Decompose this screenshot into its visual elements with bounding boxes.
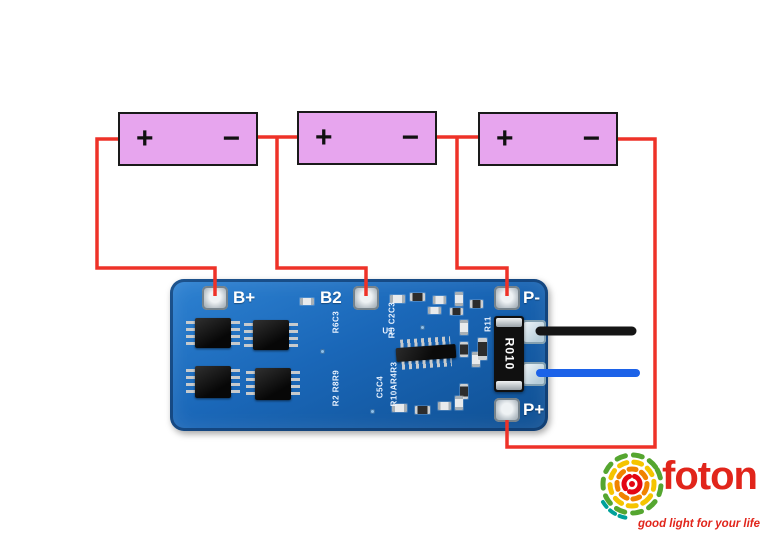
- smd-component: [478, 338, 487, 360]
- silkscreen-r6c3: R6C3: [331, 310, 341, 334]
- silkscreen-u1: U1: [382, 326, 394, 336]
- smd-component: [470, 300, 483, 308]
- ic-pins: [246, 371, 255, 397]
- smd-component: [392, 404, 407, 412]
- ic-pins: [289, 323, 298, 347]
- ic-pins: [291, 371, 300, 397]
- pad-p-plus: [494, 398, 520, 422]
- smd-component: [460, 342, 468, 357]
- solder-pad-blue-wire: [522, 362, 546, 386]
- pad-label-b-plus: B+: [233, 288, 256, 307]
- battery-cell-1: + −: [118, 112, 258, 166]
- smd-component: [415, 406, 430, 414]
- ic-chip: [244, 320, 298, 350]
- pad-b-plus: [202, 286, 228, 310]
- solder-pad-black-wire: [522, 320, 546, 344]
- smd-component: [300, 298, 314, 305]
- ic-pins: [231, 369, 240, 395]
- shunt-resistor-label: R010: [502, 337, 516, 371]
- smd-component: [433, 296, 446, 304]
- via-hole: [320, 349, 325, 354]
- smd-component: [455, 396, 463, 410]
- ic-body: [253, 320, 289, 350]
- controller-ic: [395, 336, 457, 370]
- plus-label: +: [136, 122, 154, 155]
- foton-logo: foton good light for your life: [592, 448, 768, 540]
- ic-chip: [246, 368, 300, 400]
- silkscreen-r10r4r3: R10AR4R3: [389, 361, 399, 407]
- ic-pins: [186, 369, 195, 395]
- smd-component: [410, 293, 425, 301]
- smd-component: [472, 352, 480, 367]
- ic-chip: [186, 366, 240, 398]
- battery-cell-3: + −: [478, 112, 618, 166]
- ic-pins: [231, 321, 240, 345]
- ic-chip: [186, 318, 240, 348]
- battery-cell-2: + −: [297, 111, 437, 165]
- via-hole: [420, 325, 425, 330]
- pad-b2: [353, 286, 379, 310]
- ic-body: [195, 366, 231, 398]
- plus-label: +: [315, 121, 333, 154]
- bms-board: B+ B2 P- P+: [170, 279, 548, 431]
- smd-component: [428, 307, 441, 314]
- silkscreen-r2r8r9: R2 R8R9: [331, 369, 341, 407]
- pad-label-p-plus: P+: [523, 400, 545, 419]
- minus-label: −: [582, 122, 600, 155]
- plus-label: +: [496, 122, 514, 155]
- smd-component: [460, 384, 468, 399]
- minus-label: −: [401, 121, 419, 154]
- smd-component: [438, 402, 451, 410]
- logo-wordmark: foton: [662, 454, 758, 498]
- ic-body: [255, 368, 291, 400]
- foton-flower-icon: [600, 452, 664, 520]
- smd-component: [390, 295, 405, 303]
- pad-label-b2: B2: [320, 288, 342, 307]
- silkscreen-r11: R11: [483, 316, 493, 332]
- minus-label: −: [222, 122, 240, 155]
- ic-pins: [244, 323, 253, 347]
- logo-tagline: good light for your life: [638, 518, 761, 530]
- ic-body: [195, 318, 231, 348]
- pad-label-p-minus: P-: [523, 288, 540, 307]
- silkscreen-c5c4: C5C4: [375, 375, 385, 399]
- smd-component: [450, 308, 463, 315]
- smd-component: [460, 320, 468, 335]
- shunt-resistor: R010: [494, 316, 524, 392]
- ic-pins: [186, 321, 195, 345]
- via-hole: [370, 409, 375, 414]
- smd-component: [455, 292, 463, 306]
- pad-p-minus: [494, 286, 520, 310]
